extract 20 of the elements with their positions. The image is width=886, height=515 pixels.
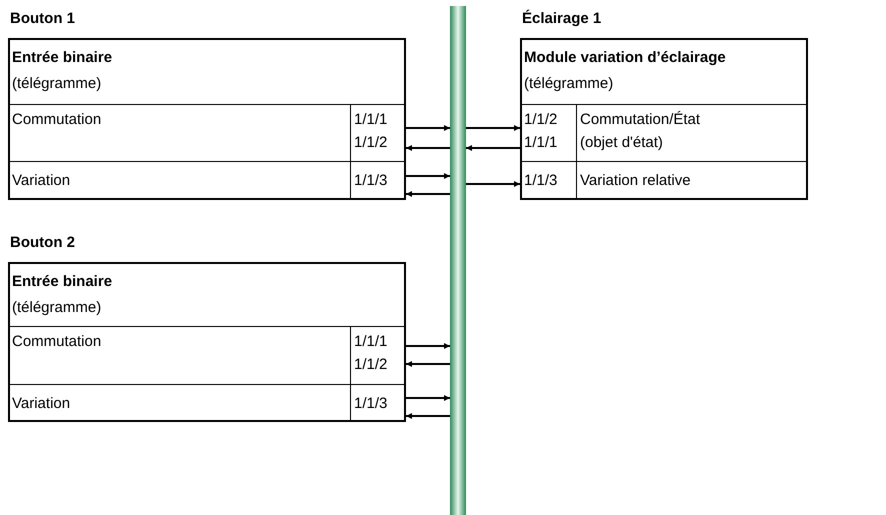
arrow [466,125,520,131]
arrow [406,125,450,131]
arrow [466,181,520,187]
arrow [406,413,450,419]
device-note: (télégramme) [524,75,614,92]
arrow [406,343,450,349]
arrow [406,361,450,367]
device-note: (télégramme) [12,75,102,92]
device-title: Bouton 2 [10,234,75,251]
device-type: Entrée binaire [12,49,112,66]
device-title: Éclairage 1 [522,10,602,27]
arrow [406,173,450,179]
device-type: Entrée binaire [12,273,112,290]
arrow [466,145,520,151]
device-type: Module variation d’éclairage [524,49,726,66]
device-note: (télégramme) [12,299,102,316]
device-title: Bouton 1 [10,10,75,27]
arrow [406,191,450,197]
arrow [406,145,450,151]
arrow [406,395,450,401]
